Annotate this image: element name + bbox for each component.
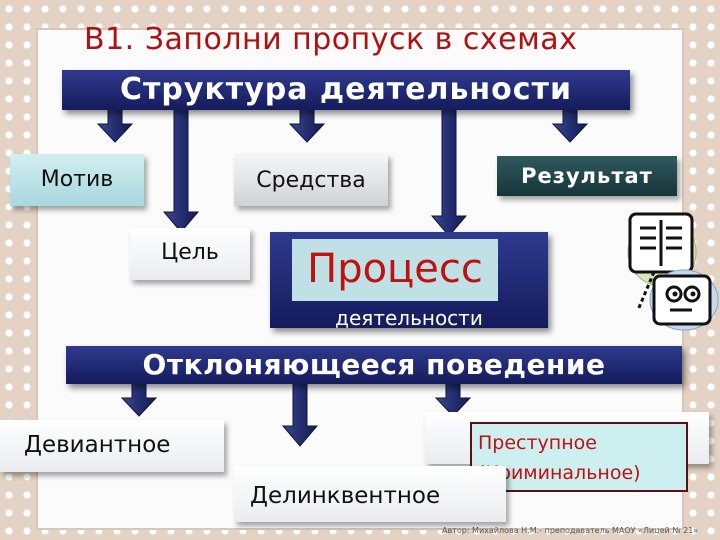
deviation-header-label: Отклоняющееся поведение xyxy=(142,348,606,381)
means-box: Средства xyxy=(234,154,388,206)
criminal-line1: Преступное xyxy=(478,432,597,454)
process-label: Процесс xyxy=(292,239,498,301)
structure-header-label: Структура деятельности xyxy=(120,72,572,107)
arrow-to-process xyxy=(430,107,468,237)
deviant-label: Девиантное xyxy=(24,432,171,458)
arrow-to-means xyxy=(288,107,326,143)
arrow-to-delinquent xyxy=(281,381,319,447)
slide-title: В1. Заполни пропуск в схемах xyxy=(84,22,578,57)
delinquent-label: Делинквентное xyxy=(250,483,441,509)
motive-label: Мотив xyxy=(40,167,114,192)
arrow-to-deviant xyxy=(120,381,158,417)
arrow-to-result xyxy=(551,107,589,143)
process-sub-label: деятельности xyxy=(335,306,483,330)
deviation-header: Отклоняющееся поведение xyxy=(66,346,682,384)
author-footer: Автор: Михайлова Н.М.- преподаватель МАО… xyxy=(442,526,699,535)
arrow-to-blank xyxy=(434,381,472,417)
goal-box: Цель xyxy=(130,228,250,280)
result-box: Результат xyxy=(497,156,677,196)
criminal-answer-box: Преступное (Криминальное) xyxy=(470,422,688,492)
criminal-line2: (Криминальное) xyxy=(478,462,641,484)
book-icon xyxy=(627,212,697,311)
arrow-to-goal xyxy=(162,107,200,233)
result-label: Результат xyxy=(521,164,653,188)
face-icon xyxy=(649,269,719,331)
structure-header: Структура деятельности xyxy=(62,70,630,110)
deviant-box: Девиантное xyxy=(0,420,224,472)
delinquent-box: Делинквентное xyxy=(234,466,506,522)
means-label: Средства xyxy=(256,168,366,193)
motive-box: Мотив xyxy=(10,154,144,206)
arrow-to-motive xyxy=(96,107,134,143)
goal-label: Цель xyxy=(161,240,219,265)
